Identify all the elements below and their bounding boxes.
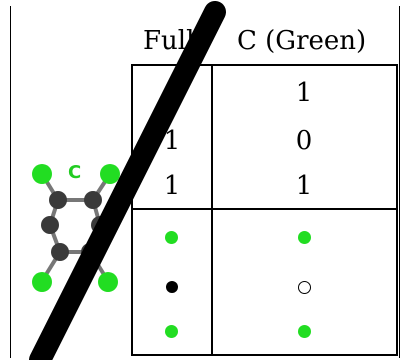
green-dot-icon — [165, 325, 178, 338]
molecule-label-bottom: C — [67, 278, 80, 299]
header-green: C (Green) — [237, 26, 367, 56]
header-full: Full — [143, 26, 195, 56]
green-dot-icon — [298, 325, 311, 338]
green-dot-icon — [165, 231, 178, 244]
cell-green-row-2: 0 — [295, 126, 313, 156]
table-horizontal-divider — [131, 208, 398, 210]
cell-full-row-1: 1 — [163, 78, 181, 108]
table-vertical-divider — [211, 64, 213, 356]
cell-full-row-2: 1 — [163, 126, 181, 156]
cell-green-row-3: 1 — [295, 171, 313, 201]
dichlorobenzene-molecule-icon: C C — [32, 162, 120, 299]
cell-full-row-3: 1 — [163, 171, 181, 201]
green-dot-icon — [298, 231, 311, 244]
figure-frame — [10, 6, 400, 358]
molecule-label-top: C — [68, 162, 81, 183]
hollow-dot-icon — [298, 281, 311, 294]
black-dot-icon — [166, 281, 178, 293]
cell-green-row-1: 1 — [295, 78, 313, 108]
